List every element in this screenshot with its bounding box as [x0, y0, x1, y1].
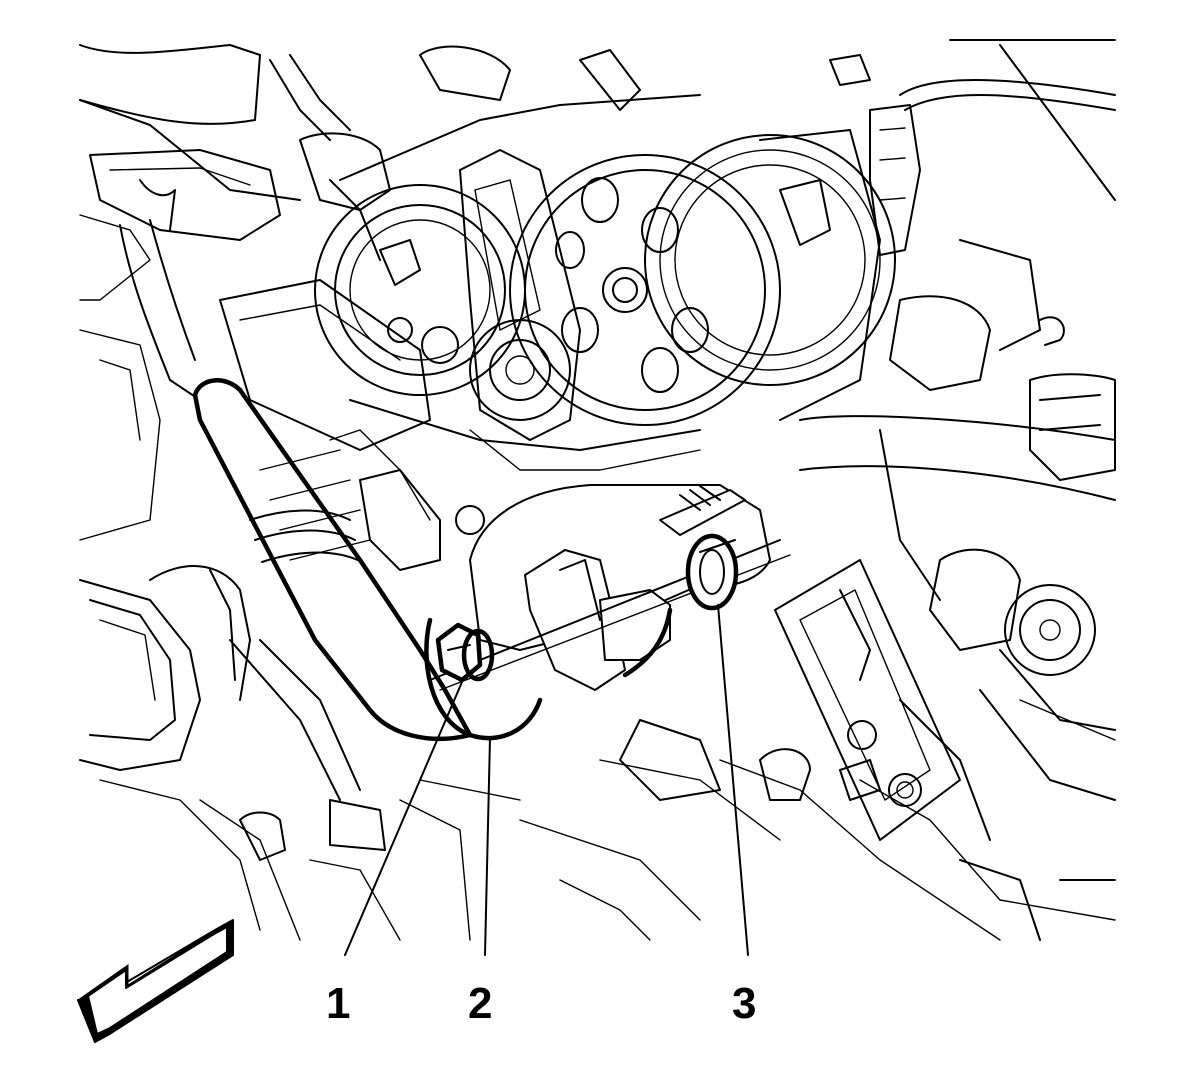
engine-background-lineart [79, 39, 1116, 941]
sealing-washer [685, 533, 739, 611]
callout-2: 2 [468, 979, 492, 1028]
leader-line-1 [344, 681, 463, 956]
banjo-fitting [524, 549, 626, 691]
callout-1: 1 [326, 979, 350, 1028]
highlighted-components [192, 378, 791, 742]
callout-labels: 1 2 3 [326, 979, 756, 1028]
leader-lines [344, 604, 749, 956]
callout-3: 3 [732, 979, 756, 1028]
leader-line-3 [717, 604, 749, 956]
front-direction-arrow-icon [77, 919, 234, 1043]
leader-line-2 [484, 737, 491, 956]
